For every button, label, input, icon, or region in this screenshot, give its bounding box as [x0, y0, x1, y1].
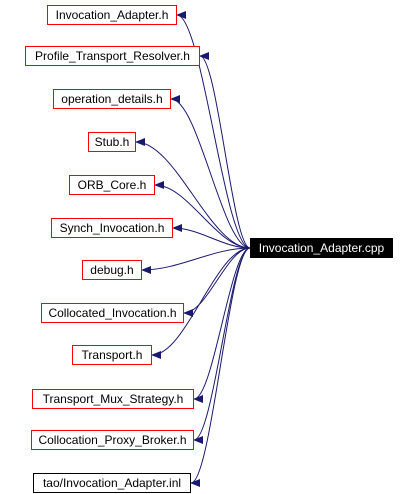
include-node[interactable]: Profile_Transport_Resolver.h [25, 46, 200, 66]
include-node[interactable]: Collocated_Invocation.h [41, 303, 184, 323]
dependency-edge [172, 224, 251, 249]
dependency-edge [135, 138, 251, 249]
dependency-edge [190, 247, 251, 487]
include-node[interactable]: Transport_Mux_Strategy.h [32, 389, 194, 409]
include-node[interactable]: Transport.h [72, 345, 152, 365]
dependency-edge [170, 95, 251, 249]
include-node[interactable]: Invocation_Adapter.h [47, 5, 177, 25]
include-node[interactable]: ORB_Core.h [69, 175, 155, 195]
dependency-edge [151, 247, 251, 359]
include-node[interactable]: operation_details.h [53, 89, 171, 109]
dependency-edge [141, 247, 251, 274]
include-node[interactable]: tao/Invocation_Adapter.inl [33, 473, 191, 493]
include-node[interactable]: Collocation_Proxy_Broker.h [31, 430, 194, 450]
dependency-edge [154, 181, 251, 249]
dependency-edge [199, 52, 251, 249]
include-node[interactable]: debug.h [82, 260, 142, 280]
include-node[interactable]: Synch_Invocation.h [51, 218, 173, 238]
dependency-edge [176, 11, 251, 249]
dependency-edge [193, 247, 251, 403]
dependency-edges [135, 11, 251, 487]
dependency-edge [193, 247, 251, 444]
dependency-edge [183, 247, 251, 317]
root-file-node[interactable]: Invocation_Adapter.cpp [250, 238, 393, 258]
include-node[interactable]: Stub.h [88, 132, 136, 152]
